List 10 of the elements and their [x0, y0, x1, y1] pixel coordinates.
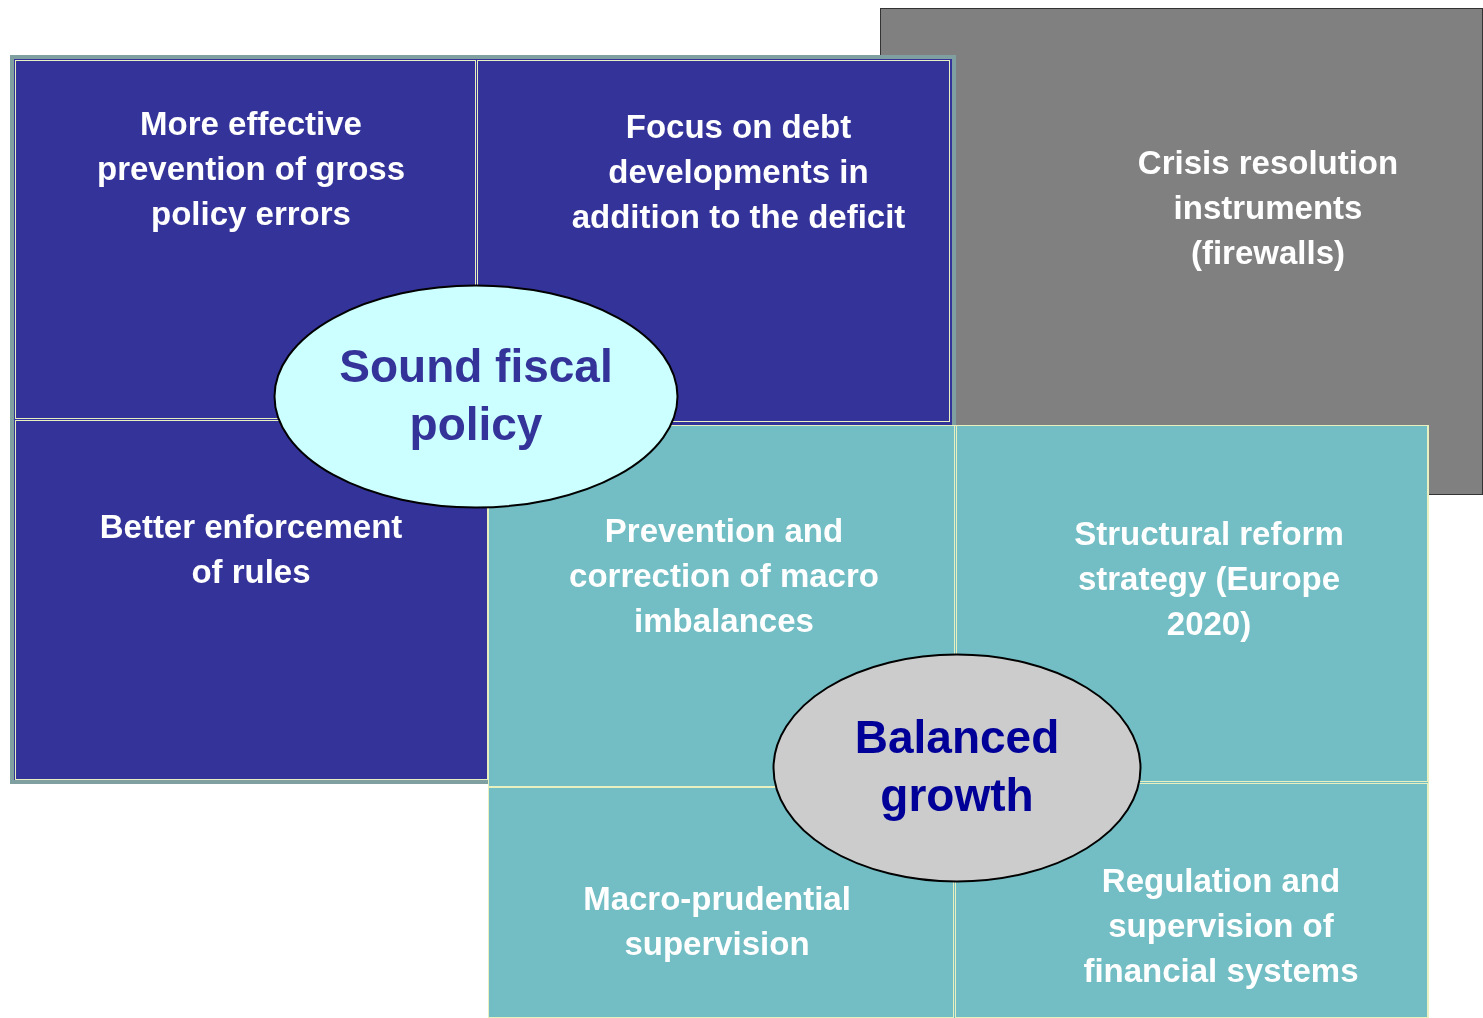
- cell-text: Macro-prudential supervision: [582, 879, 852, 964]
- cell-text: Prevention and correction of macro imbalances: [568, 511, 880, 641]
- cell-text: Structural reform strategy (Europe 2020): [1073, 514, 1345, 644]
- cell-text: Focus on debt developments in addition to the deficit: [570, 107, 907, 237]
- cell-text: Crisis resolution instruments (firewalls): [1136, 143, 1400, 273]
- ellipse-title: Balanced growth: [853, 710, 1061, 823]
- cell-text: Better enforcement of rules: [98, 507, 404, 592]
- cell-text: More effective prevention of gross policy errors: [95, 104, 406, 234]
- ellipse-title: Sound fiscal policy: [338, 338, 614, 452]
- cell-text: Regulation and supervision of financial systems: [1082, 861, 1360, 991]
